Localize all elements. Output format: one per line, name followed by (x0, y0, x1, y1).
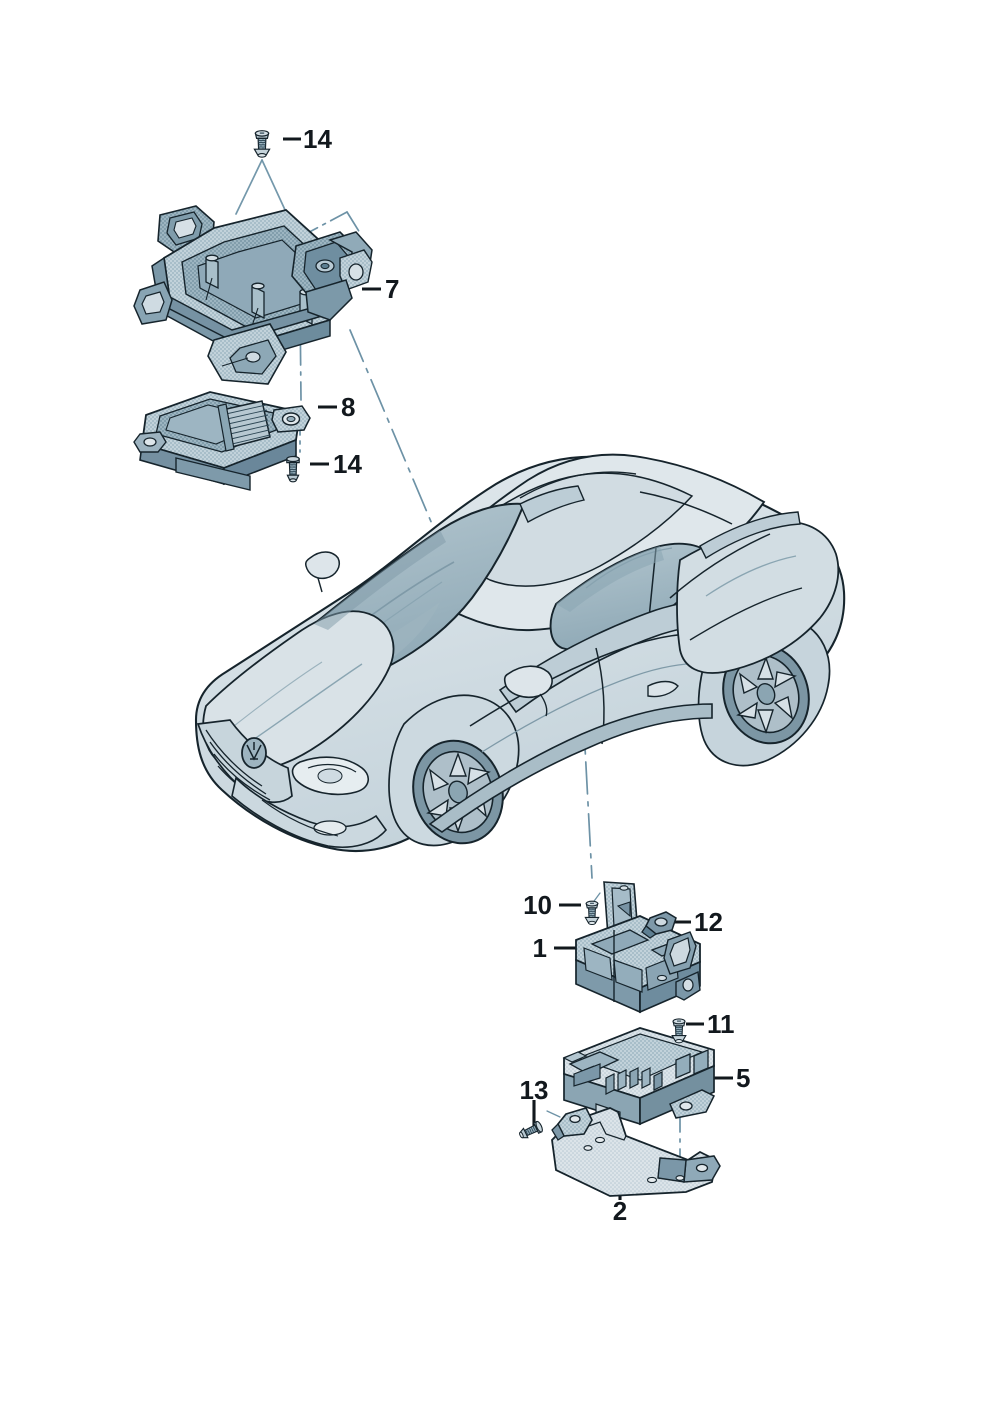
part-2-mounting-bracket-plate (551, 1107, 721, 1197)
callout-14-top: 14 (303, 124, 332, 154)
callout-8: 8 (341, 392, 356, 422)
callout-11: 11 (707, 1009, 735, 1039)
part-1-control-unit-housing (575, 881, 701, 1014)
rear-wheel (722, 643, 810, 745)
part-8-sensor-control-module (133, 391, 311, 491)
part-7-sensor-carrier-bracket (133, 205, 373, 385)
callout-14-lower: 14 (333, 449, 362, 479)
callout-2: 2 (612, 1196, 628, 1226)
callout-7: 7 (385, 274, 400, 304)
callout-12: 12 (694, 907, 723, 937)
part-5-control-module (562, 1027, 716, 1126)
callout-1: 1 (532, 933, 547, 963)
part-12-retaining-clip (641, 911, 677, 939)
callout-5: 5 (736, 1063, 751, 1093)
vehicle-illustration-vw-eos (194, 453, 846, 853)
callout-13: 13 (519, 1075, 549, 1105)
callout-10: 10 (523, 890, 552, 920)
